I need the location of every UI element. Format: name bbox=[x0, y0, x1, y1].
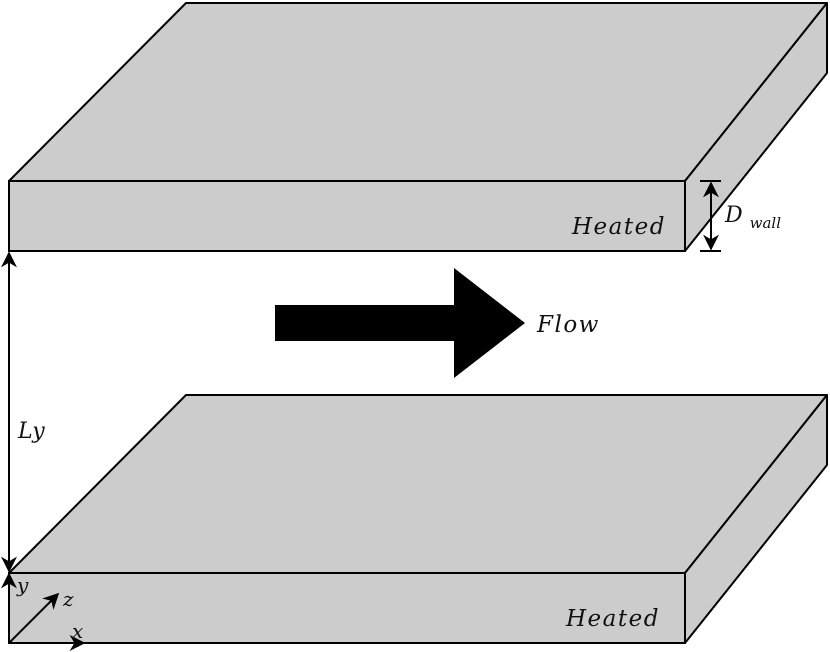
ly-label: Ly bbox=[17, 419, 45, 444]
bottom-plate: Heated bbox=[8, 394, 828, 644]
top-plate-top-face bbox=[8, 2, 828, 182]
coordinate-axes: y z x bbox=[1, 572, 86, 651]
dwall-label-main: D bbox=[724, 203, 743, 228]
flow-label: Flow bbox=[536, 312, 600, 338]
top-plate-heated-label: Heated bbox=[571, 214, 666, 240]
top-plate-front-face bbox=[8, 180, 686, 252]
bottom-plate-top-face bbox=[8, 394, 828, 574]
flow-arrow-shape bbox=[275, 268, 525, 378]
channel-height-dimension: Ly bbox=[1, 251, 45, 573]
axis-x-label: x bbox=[72, 619, 83, 643]
bottom-plate-front-face bbox=[8, 572, 686, 644]
bottom-plate-heated-label: Heated bbox=[565, 606, 660, 632]
wall-thickness-dimension: D wall bbox=[700, 180, 781, 252]
dwall-label: D wall bbox=[724, 203, 781, 232]
dwall-label-sub: wall bbox=[750, 214, 782, 232]
z-axis-arrow bbox=[8, 592, 60, 644]
axis-y-label: y bbox=[16, 573, 29, 597]
top-plate: Heated bbox=[8, 2, 828, 252]
flow-arrow: Flow bbox=[275, 268, 600, 378]
axis-z-label: z bbox=[62, 587, 74, 611]
